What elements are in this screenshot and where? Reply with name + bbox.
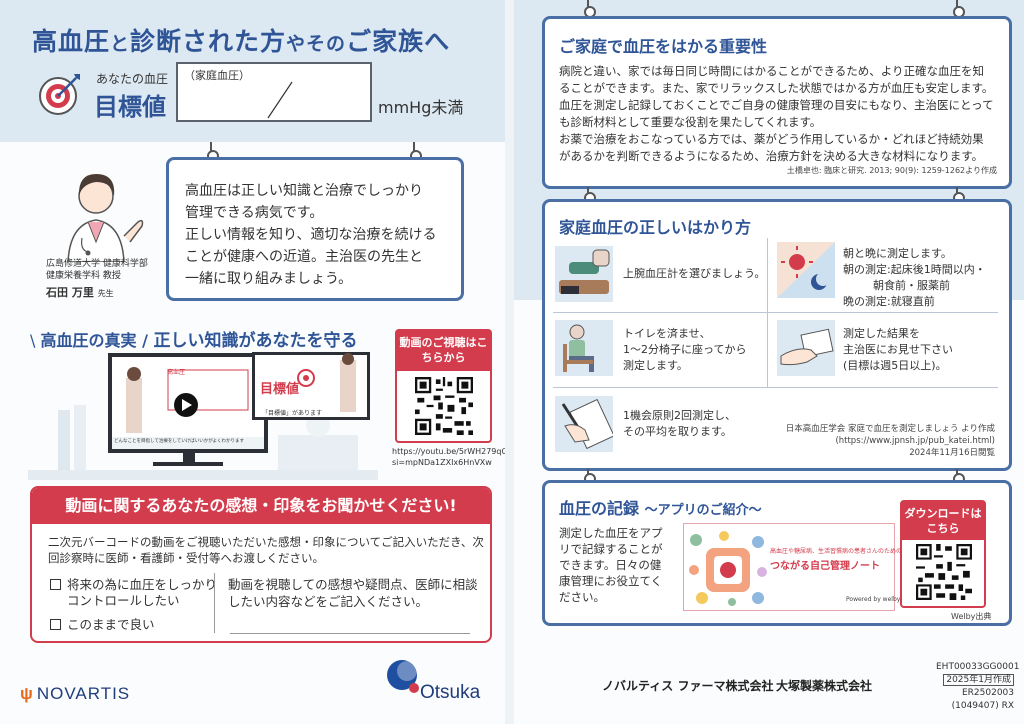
importance-section: ご家庭で血圧をはかる重要性 病院と違い、家では毎日同じ時間にはかることができるた…	[542, 16, 1012, 189]
goal-label: 目標値	[94, 93, 166, 121]
checkbox-icon[interactable]	[50, 619, 61, 630]
record-text: 測定した血圧をアプリで記録することができます。日々の健康管理にお役立てください。	[559, 526, 663, 604]
download-header: ダウンロードはこちら	[902, 502, 984, 540]
otsuka-logo-icon	[387, 660, 419, 693]
app-qr-code[interactable]	[916, 544, 972, 600]
target-icon	[39, 74, 80, 115]
pin	[207, 142, 219, 162]
pin	[584, 0, 596, 18]
survey-comment-prompt: 動画を視聴しての感想や疑問点、医師に相談したい内容などをご記入ください。	[228, 577, 478, 609]
goal-value-field[interactable]: （家庭血圧）	[176, 62, 372, 122]
goal-slash	[267, 81, 293, 119]
sitting-person-icon	[555, 320, 613, 376]
goal-sub-label: あなたの血圧	[96, 72, 169, 86]
app-banner[interactable]: 高血圧や糖尿病、生活習慣病の患者さんのための つながる自己管理ノート Power…	[683, 523, 902, 611]
doctor-name: 石田 万里 先生	[46, 286, 114, 299]
welby-source: Welby出典	[951, 612, 992, 621]
divider	[767, 238, 768, 388]
writing-icon	[555, 396, 613, 452]
banner-title: つながる自己管理ノート	[770, 561, 880, 572]
howto-source: 日本高血圧学会 家庭で血圧を測定しましょう より作成 (https://www.…	[785, 424, 995, 458]
pin	[953, 0, 965, 18]
howto-text: 主治医にお見せ下さい	[843, 343, 953, 356]
video-url[interactable]: https://youtu.be/5rWH279qOck?si=mpNDa1ZX…	[392, 447, 522, 467]
howto-text: 朝の測定:起床後1時間以内・	[843, 263, 986, 276]
center-fold	[505, 0, 514, 724]
howto-text: 測定した結果を	[843, 327, 920, 340]
checkbox-control-line2: コントロールしたい	[67, 593, 180, 608]
survey-header: 動画に関するあなたの感想・印象をお聞かせください!	[32, 488, 490, 524]
video-screen-title: 目標値	[260, 382, 300, 397]
importance-source: 土橋卓也: 臨床と研究. 2013; 90(9): 1259-1262より作成	[786, 166, 997, 175]
howto-text: 測定します。	[623, 359, 688, 372]
doctor-illustration	[67, 174, 144, 262]
importance-paragraph: 病院と違い、家では毎日同じ時間にはかることができるため、より正確な血圧を知ること…	[559, 64, 994, 95]
video-screen-label: 高血圧	[167, 369, 186, 376]
survey-box: 動画に関するあなたの感想・印象をお聞かせください! 二次元バーコードの動画をご視…	[30, 486, 492, 643]
video-section-title: \ 高血圧の真実 / 正しい知識があなたを守る	[30, 331, 358, 351]
app-download-panel[interactable]: ダウンロードはこちら	[900, 500, 986, 608]
importance-title: ご家庭で血圧をはかる重要性	[559, 37, 768, 56]
novartis-flame-icon: ψ	[20, 684, 34, 703]
qr-panel-header: 動画のご視聴はこちらから	[397, 331, 490, 371]
message-line: 管理できる病気です。	[185, 205, 324, 221]
message-line: 正しい情報を知り、適切な治療を続ける	[185, 227, 437, 243]
message-line: 高血圧は正しい知識と治療でしっかり	[185, 183, 423, 199]
howto-text: 1～2分椅子に座ってから	[623, 343, 747, 356]
otsuka-logo-text: Otsuka	[420, 682, 481, 703]
sun-moon-icon	[777, 242, 835, 298]
video-screen-caption: どんなことを目指して治療をしていけばいいかがよくわかります	[114, 439, 245, 444]
checkbox-icon[interactable]	[50, 579, 61, 590]
video-qr-panel[interactable]: 動画のご視聴はこちらから	[395, 329, 492, 443]
survey-comment-line[interactable]	[230, 633, 470, 634]
howto-title: 家庭血圧の正しいはかり方	[559, 218, 752, 237]
video-screen-note: 「目標値」があります	[262, 410, 323, 417]
record-title: 血圧の記録 ～アプリのご紹介～	[559, 499, 762, 518]
message-line: 一緒に取り組みましょう。	[185, 271, 353, 287]
message-line: ことが健康への近道。主治医の先生と	[185, 249, 423, 265]
doctor-message-box: 高血圧は正しい知識と治療でしっかり 管理できる病気です。 正しい情報を知り、適切…	[166, 157, 464, 301]
importance-paragraph: 血圧を測定し記録しておくことでご自身の健康管理の目安にもなり、主治医にとっても診…	[559, 98, 994, 129]
company-novartis: ノバルティス ファーマ株式会社	[602, 679, 774, 693]
goal-box-label: （家庭血圧）	[184, 69, 250, 82]
howto-text: トイレを済ませ、	[623, 327, 711, 340]
howto-text: 1機会原則2回測定し、	[623, 409, 736, 422]
pin	[410, 142, 422, 162]
divider	[553, 387, 998, 388]
doctor-affiliation: 広島修道大学 健康科学部 健康栄養学科 教授	[46, 259, 148, 281]
arm-cuff-icon	[555, 246, 613, 302]
right-page: ご家庭で血圧をはかる重要性 病院と違い、家では毎日同じ時間にはかることができるた…	[514, 0, 1024, 724]
left-page: 高血圧と診断された方やそのご家族へ あなたの血圧 目標値 （家庭血圧） mmHg…	[0, 0, 522, 724]
divider	[553, 312, 998, 313]
howto-text: 上腕血圧計を選びましょう。	[623, 267, 766, 280]
importance-paragraph: お薬で治療をおこなっている方では、薬がどう作用しているか・どれほど持続効果がある…	[559, 132, 984, 163]
howto-text: 朝食前・服薬前	[873, 279, 950, 292]
company-otsuka: 大塚製薬株式会社	[776, 679, 873, 693]
survey-intro: 二次元バーコードの動画をご視聴いただいた感想・印象についてご記入いただき、次回診…	[48, 535, 484, 565]
banner-powered-by: Powered by welby	[846, 596, 901, 603]
howto-text: (目標は週5日以上)。	[843, 359, 947, 372]
howto-text: 朝と晩に測定します。	[843, 247, 952, 260]
howto-text: その平均を取ります。	[623, 425, 732, 438]
checkbox-control[interactable]: 将来の為に血圧をしっかり	[50, 576, 217, 593]
howto-text: 晩の測定:就寝直前	[843, 295, 935, 308]
page-title: 高血圧と診断された方やそのご家族へ	[32, 27, 451, 56]
hand-note-icon	[777, 320, 835, 376]
app-icons-cluster	[689, 531, 767, 606]
checkbox-keep[interactable]: このままで良い	[50, 616, 155, 633]
document-codes: EHT00033GG0001 2025年1月作成 ER2502003 (1049…	[936, 662, 1020, 711]
howto-section: 家庭血圧の正しいはかり方 上腕血圧計を選びましょう。 朝	[542, 199, 1012, 471]
goal-unit: mmHg未満	[378, 98, 464, 117]
banner-caption: 高血圧や糖尿病、生活習慣病の患者さんのための	[770, 548, 903, 555]
survey-divider	[214, 573, 215, 633]
video-illustration	[28, 352, 378, 480]
video-qr-code[interactable]	[415, 377, 473, 435]
